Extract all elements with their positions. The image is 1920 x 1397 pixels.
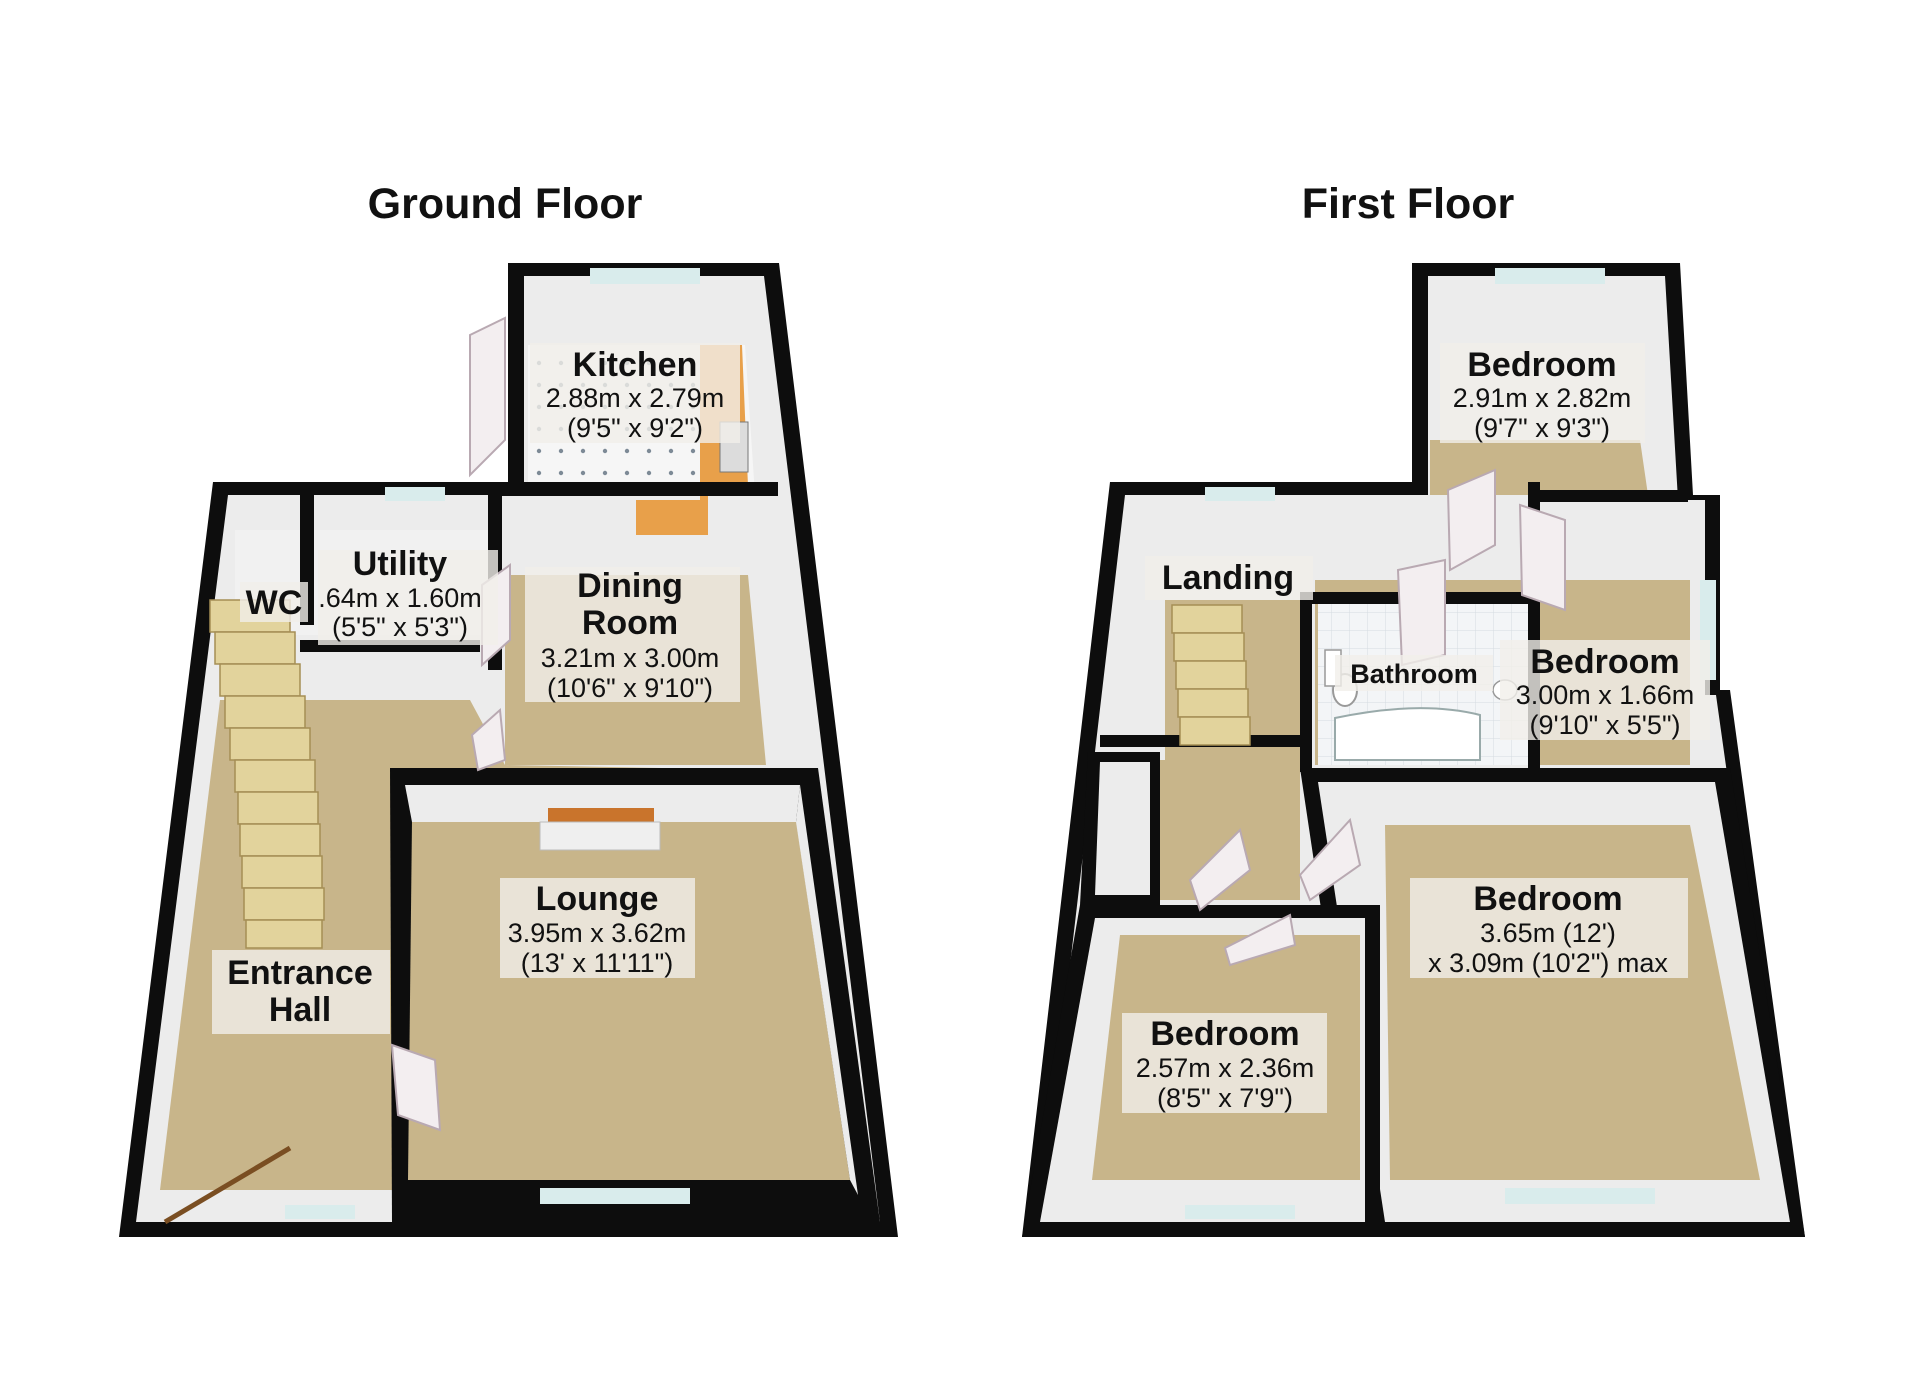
room-dims-imperial: (9'7" x 9'3") [1474, 413, 1610, 443]
room-name: Bathroom [1350, 659, 1478, 689]
first-staircase [1171, 604, 1251, 746]
bathroom-door [1396, 558, 1446, 667]
room-dims-imperial: (9'5" x 9'2") [567, 413, 703, 443]
room-name: Dining [577, 567, 683, 605]
room-lounge: Lounge 3.95m x 3.62m (13' x 11'11") [500, 878, 695, 978]
room-dims-metric: 3.00m x 1.66m [1516, 680, 1695, 710]
room-name: Lounge [536, 880, 659, 918]
hall-door [470, 707, 507, 772]
room-name: Bedroom [1150, 1015, 1299, 1053]
utility-window [385, 487, 445, 501]
rear-bedroom-door [1446, 468, 1496, 572]
closet-door [1188, 828, 1252, 912]
room-dims-metric: .64m x 1.60m [318, 583, 482, 613]
room-name: WC [246, 584, 303, 622]
room-utility: Utility .64m x 1.60m (5'5" x 5'3") [318, 545, 498, 645]
lounge-window [540, 1188, 690, 1204]
room-name-2: Hall [269, 991, 331, 1029]
room-dining: Dining Room 3.21m x 3.00m (10'6" x 9'10"… [525, 567, 740, 703]
ground-floor-title: Ground Floor [368, 180, 643, 228]
room-dims-metric: 2.88m x 2.79m [546, 383, 725, 413]
room-name-2: Room [582, 604, 678, 642]
kitchen-window [590, 268, 700, 284]
side-bedroom-door [1518, 503, 1566, 612]
room-name: Utility [353, 545, 448, 583]
front-bedroom-window [1505, 1188, 1655, 1204]
room-name: Bedroom [1530, 643, 1679, 681]
room-dims-metric: 2.91m x 2.82m [1453, 383, 1632, 413]
room-dims-metric: 3.65m (12') [1480, 918, 1616, 948]
room-bedroom-small: Bedroom 2.57m x 2.36m (8'5" x 7'9") [1122, 1013, 1327, 1113]
small-bedroom-window [1185, 1205, 1295, 1219]
room-dims-imperial: (8'5" x 7'9") [1157, 1083, 1293, 1113]
room-wc: WC [240, 582, 308, 622]
first-floor: First Floor [1022, 180, 1805, 1237]
room-bathroom: Bathroom [1335, 655, 1493, 691]
small-bedroom-door [1223, 913, 1297, 967]
room-name: Kitchen [573, 346, 698, 384]
room-dims-metric: 3.21m x 3.00m [541, 643, 720, 673]
room-name: Bedroom [1467, 346, 1616, 384]
room-dims-imperial: x 3.09m (10'2") max [1428, 948, 1668, 978]
room-dims-metric: 2.57m x 2.36m [1136, 1053, 1315, 1083]
rear-bedroom-window [1495, 268, 1605, 284]
room-bedroom-side: Bedroom 3.00m x 1.66m (9'10" x 5'5") [1500, 640, 1710, 740]
ground-floor: Ground Floor [119, 180, 898, 1237]
room-name: Bedroom [1473, 880, 1622, 918]
room-entrance-hall: Entrance Hall [212, 950, 390, 1034]
room-bedroom-rear: Bedroom 2.91m x 2.82m (9'7" x 9'3") [1440, 343, 1645, 443]
landing-window [1205, 487, 1275, 501]
kitchen-back-door [469, 316, 506, 478]
front-bedroom-door [1298, 817, 1362, 902]
room-name: Entrance [227, 954, 373, 992]
first-floor-title: First Floor [1302, 180, 1515, 228]
room-kitchen: Kitchen 2.88m x 2.79m (9'5" x 9'2") [530, 343, 740, 443]
room-dims-imperial: (9'10" x 5'5") [1529, 710, 1680, 740]
room-dims-imperial: (13' x 11'11") [521, 948, 673, 978]
room-dims-metric: 3.95m x 3.62m [508, 918, 687, 948]
room-name: Landing [1162, 559, 1294, 597]
room-bedroom-front: Bedroom 3.65m (12') x 3.09m (10'2") max [1410, 878, 1688, 978]
room-landing: Landing [1145, 556, 1313, 600]
lounge-door [390, 1043, 442, 1132]
room-dims-imperial: (5'5" x 5'3") [332, 612, 468, 642]
room-dims-imperial: (10'6" x 9'10") [547, 673, 713, 703]
hall-window [285, 1205, 355, 1219]
